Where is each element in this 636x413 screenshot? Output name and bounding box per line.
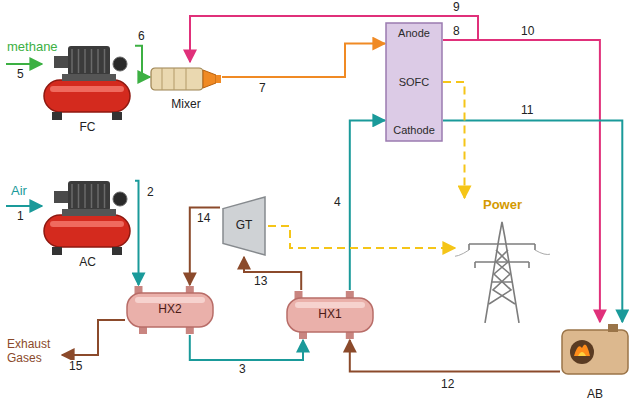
stream-number: 15: [68, 360, 83, 374]
stream-line: [190, 207, 220, 285]
inlet-name: Air: [10, 184, 28, 199]
power-flow: [268, 226, 455, 248]
mixer: Mixer: [150, 62, 222, 112]
node-label: GT: [236, 219, 253, 233]
outlet-name: Exhaust Gases: [6, 338, 60, 366]
stream-line: [443, 40, 600, 322]
stream-number: 14: [196, 212, 211, 226]
stream-number: 2: [146, 186, 155, 200]
node-label: FC: [80, 121, 96, 135]
air-compressor-icon: [40, 165, 135, 270]
stream-number: 1: [16, 210, 25, 224]
node-label: AB: [587, 388, 603, 402]
stream-number: 10: [520, 25, 535, 39]
stream-number: 3: [238, 363, 247, 377]
stream-number: 13: [253, 275, 268, 289]
stream-number: 8: [452, 25, 461, 39]
node-label: Anode: [398, 27, 430, 40]
sofc-stack: AnodeSOFC Cathode: [385, 22, 443, 142]
stream-number: 12: [440, 378, 455, 392]
stream-number: 9: [452, 1, 461, 15]
stream-number: 11: [520, 104, 534, 118]
power-grid: Power: [455, 198, 550, 323]
stream-number: 6: [137, 30, 146, 44]
stream-line: [350, 120, 385, 290]
node-label: Mixer: [171, 98, 200, 112]
stream-line: [443, 120, 622, 322]
node-label: SOFC: [399, 76, 430, 89]
heat-exchanger: HX1: [285, 290, 375, 340]
air-compressor: AC: [40, 165, 135, 270]
stream-line: [190, 335, 303, 360]
power-grid-icon: [455, 198, 550, 323]
inlet-name: methane: [6, 40, 59, 55]
power-flow: [443, 82, 465, 198]
node-label: Power: [483, 198, 522, 213]
stream-line: [244, 257, 301, 290]
methane-inlet: [6, 63, 42, 65]
exhaust-outlet: [62, 320, 125, 355]
air-inlet: [6, 205, 42, 207]
stream-number: 5: [16, 68, 25, 82]
stream-line: [135, 46, 150, 77]
node-label: HX2: [158, 303, 181, 317]
afterburner: AB: [560, 322, 630, 402]
stream-line: [350, 340, 560, 372]
stream-number: 4: [333, 196, 342, 210]
stream-number: 7: [258, 82, 267, 96]
gas-turbine: GT: [220, 195, 268, 257]
stream-line: [222, 44, 385, 77]
node-label: Cathode: [393, 124, 435, 137]
node-label: HX1: [318, 308, 341, 322]
heat-exchanger: HX2: [125, 285, 215, 335]
stream-line: [135, 181, 139, 285]
node-label: AC: [79, 256, 96, 270]
